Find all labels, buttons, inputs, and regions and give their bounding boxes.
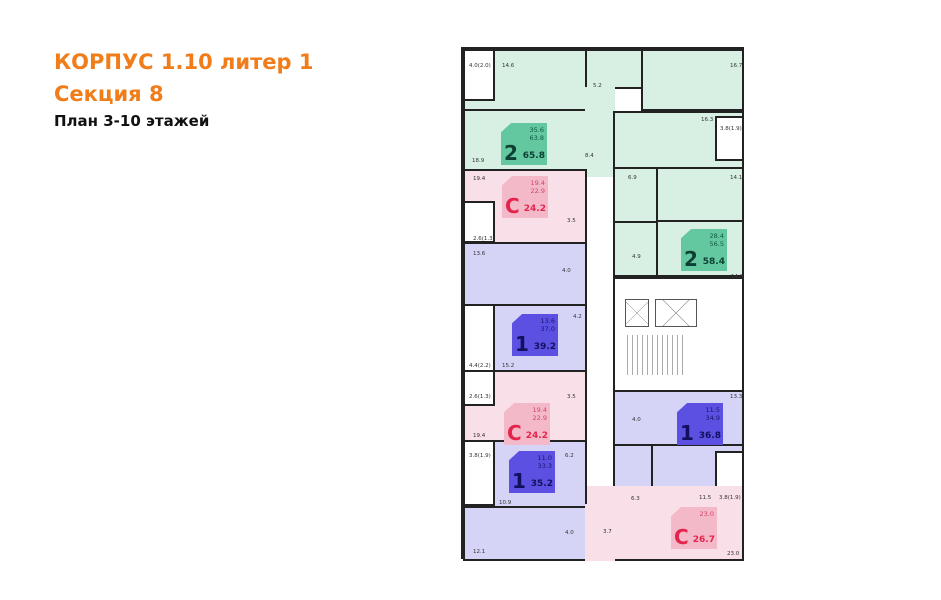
apartment-area: 26.7 [692, 535, 715, 545]
room-area-label: 3.5 [567, 218, 576, 224]
room-area-label: 10.9 [499, 500, 512, 506]
total-area: 22.9 [532, 414, 547, 422]
loggia [463, 370, 495, 406]
elevator-shaft [655, 299, 697, 327]
room-area-label: 15.2 [502, 363, 515, 369]
room-area-label: 2.6(1.3) [473, 236, 495, 242]
room-area-label: 3.7 [603, 529, 612, 535]
staircase [623, 335, 683, 375]
living-area: 19.4 [530, 179, 545, 187]
total-area: 56.5 [709, 240, 724, 248]
living-area: 35.6 [529, 126, 544, 134]
room-area-label: 5.2 [593, 83, 602, 89]
room-area-label: 4.0 [632, 417, 641, 423]
room-count: С [505, 194, 520, 218]
apartment-area: 35.2 [530, 479, 553, 489]
apartment-area: 36.8 [698, 431, 721, 441]
section-title: Секция 8 [54, 82, 164, 106]
living-area: 11.0 [537, 454, 552, 462]
loggia [463, 440, 495, 506]
stair-elevator-core [613, 277, 744, 392]
total-area: 34.9 [705, 414, 720, 422]
room-area-label: 6.3 [631, 496, 640, 502]
elevator-shaft [625, 299, 649, 327]
loggia [463, 304, 495, 372]
room-area-label: 4.0 [565, 530, 574, 536]
bathroom[interactable] [613, 221, 658, 277]
apartment-area: 65.8 [522, 151, 545, 161]
apartment-area: 24.2 [525, 431, 548, 441]
room-area-label: 3.8(1.9) [469, 453, 491, 459]
room-area-label: 19.4 [473, 176, 486, 182]
room-area-label: 4.2 [573, 314, 582, 320]
building-title: КОРПУС 1.10 литер 1 [54, 50, 314, 74]
total-area: 37.0 [540, 325, 555, 333]
room-area-label: 14.3 [731, 274, 744, 280]
room-area-label: 16.3 [701, 117, 714, 123]
room-area-label: 23.0 [727, 551, 740, 557]
room-area-label: 4.9 [632, 254, 641, 260]
apartment-area: 39.2 [533, 342, 556, 352]
room-area-label: 6.2 [565, 453, 574, 459]
floor-plan-subtitle: План 3-10 этажей [54, 112, 210, 130]
living-area: 23.0 [699, 510, 714, 518]
room-area-label: 4.4(2.2) [469, 363, 491, 369]
room-area-label: 18.9 [472, 158, 485, 164]
living-area: 13.6 [540, 317, 555, 325]
apartment-area: 24.2 [523, 204, 546, 214]
room-area-label: 11.5 [699, 495, 712, 501]
room-area-label: 2.6(1.3) [469, 394, 491, 400]
apartment-area: 58.4 [702, 257, 725, 267]
hallway [585, 87, 615, 177]
room-area-label: 12.1 [473, 549, 486, 555]
loggia [463, 201, 495, 243]
room-count: С [507, 421, 522, 445]
living-area: 11.5 [705, 406, 720, 414]
room-bedroom[interactable] [641, 49, 744, 111]
living-area: 28.4 [709, 232, 724, 240]
room-count: 1 [680, 421, 694, 445]
loggia [715, 116, 744, 161]
room-area-label: 13.6 [473, 251, 486, 257]
hallway [585, 504, 615, 561]
total-area: 63.8 [529, 134, 544, 142]
room-area-label: 3.8(1.9) [719, 495, 741, 501]
room-area-label: 14.1 [730, 175, 743, 181]
room-area-label: 3.5 [567, 394, 576, 400]
total-area: 22.9 [530, 187, 545, 195]
loggia [463, 49, 495, 101]
room-count: С [674, 525, 689, 549]
room-area-label: 14.6 [502, 63, 515, 69]
room-count: 2 [504, 141, 518, 165]
total-area: 33.3 [537, 462, 552, 470]
living-area: 19.4 [532, 406, 547, 414]
room-area-label: 16.7 [730, 63, 743, 69]
room-area-label: 19.4 [473, 433, 486, 439]
room-area-label: 8.4 [585, 153, 594, 159]
room-count: 2 [684, 247, 698, 271]
room-count: 1 [512, 469, 526, 493]
room-area-label: 6.9 [628, 175, 637, 181]
room-area-label: 4.0 [562, 268, 571, 274]
room-area-label: 13.3 [730, 394, 743, 400]
room-area-label: 4.0(2.0) [469, 63, 491, 69]
room-area-label: 3.8(1.9) [720, 126, 742, 132]
room-count: 1 [515, 332, 529, 356]
